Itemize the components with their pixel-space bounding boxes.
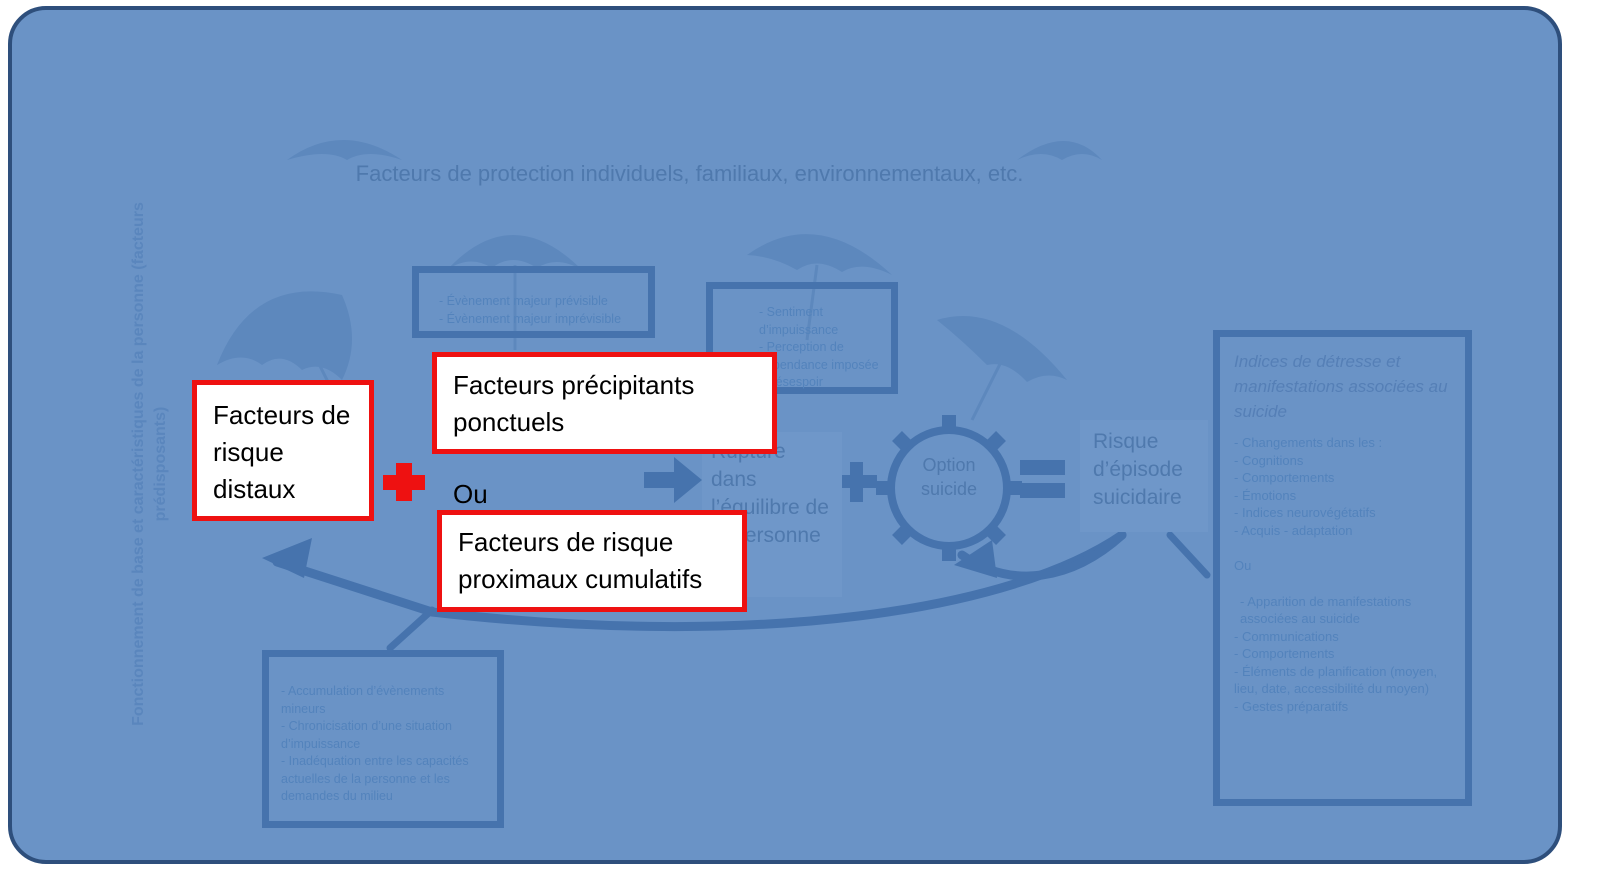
umbrella-icon bbox=[1017, 141, 1102, 160]
change-item: Émotions bbox=[1234, 487, 1457, 505]
proximal-risk-factors-text: Facteurs de risque proximaux cumulatifs bbox=[458, 527, 703, 594]
change-item: Comportements bbox=[1234, 469, 1457, 487]
feelings-box: Sentiment d’impuissance Perception de dé… bbox=[706, 282, 898, 394]
option-suicide-text: Option suicide bbox=[920, 455, 978, 499]
or-text: Ou bbox=[453, 479, 488, 509]
background-graphics bbox=[217, 140, 1211, 652]
changes-label: - Changements dans les : bbox=[1234, 435, 1383, 450]
distal-risk-factors-text: Facteurs de risque distaux bbox=[213, 400, 351, 504]
feeling-item: Perception de dépendance imposée bbox=[759, 339, 891, 374]
predisposing-factors-label: Fonctionnement de base et caractéristiqu… bbox=[130, 202, 169, 726]
event-item: Évènement majeur imprévisible bbox=[439, 311, 648, 329]
distress-indices-box: Indices de détresse et manifestations as… bbox=[1213, 330, 1472, 806]
feeling-item: Désespoir bbox=[759, 374, 891, 392]
cumulative-item: Accumulation d’évènements mineurs bbox=[281, 683, 491, 718]
cumulative-events-box: Accumulation d’évènements mineurs Chroni… bbox=[262, 650, 504, 828]
precipitating-factors-text: Facteurs précipitants ponctuels bbox=[453, 370, 695, 437]
gear-icon bbox=[876, 415, 1022, 561]
umbrella-icon bbox=[287, 140, 402, 160]
slide-frame: Facteurs de protection individuels, fami… bbox=[8, 6, 1562, 864]
manifestation-item: Communications bbox=[1234, 628, 1457, 646]
manifestation-item: Comportements bbox=[1234, 645, 1457, 663]
indices-or-text: Ou bbox=[1234, 558, 1252, 573]
umbrella-icon bbox=[747, 234, 892, 275]
distress-indices-title: Indices de détresse et manifestations as… bbox=[1234, 352, 1448, 421]
precipitating-factors-box: Facteurs précipitants ponctuels bbox=[432, 352, 777, 454]
umbrella-icon bbox=[447, 235, 582, 270]
change-item: Indices neurovégétatifs bbox=[1234, 504, 1457, 522]
plus-icon bbox=[383, 463, 425, 501]
cumulative-item: Chronicisation d’une situation d’impuiss… bbox=[281, 718, 491, 753]
event-item: Évènement majeur prévisible bbox=[439, 293, 648, 311]
feeling-item: Sentiment d’impuissance bbox=[759, 304, 891, 339]
umbrella-icon bbox=[937, 316, 1067, 382]
proximal-risk-factors-box: Facteurs de risque proximaux cumulatifs bbox=[437, 510, 747, 612]
suicide-episode-risk-text: Risque d’épisode suicidaire bbox=[1093, 430, 1183, 509]
cumulative-item: Inadéquation entre les capacités actuell… bbox=[281, 753, 491, 806]
change-item: Acquis - adaptation bbox=[1234, 522, 1457, 540]
apparition-item: Apparition de manifestations associées a… bbox=[1240, 593, 1457, 628]
umbrella-icon bbox=[217, 291, 352, 380]
protection-factors-text: Facteurs de protection individuels, fami… bbox=[355, 161, 1024, 186]
manifestation-item: Gestes préparatifs bbox=[1234, 698, 1457, 716]
manifestation-item: Éléments de planification (moyen, lieu, … bbox=[1234, 663, 1457, 698]
change-item: Cognitions bbox=[1234, 452, 1457, 470]
major-events-box: Évènement majeur prévisible Évènement ma… bbox=[412, 266, 655, 338]
distal-risk-factors-box: Facteurs de risque distaux bbox=[192, 380, 374, 521]
